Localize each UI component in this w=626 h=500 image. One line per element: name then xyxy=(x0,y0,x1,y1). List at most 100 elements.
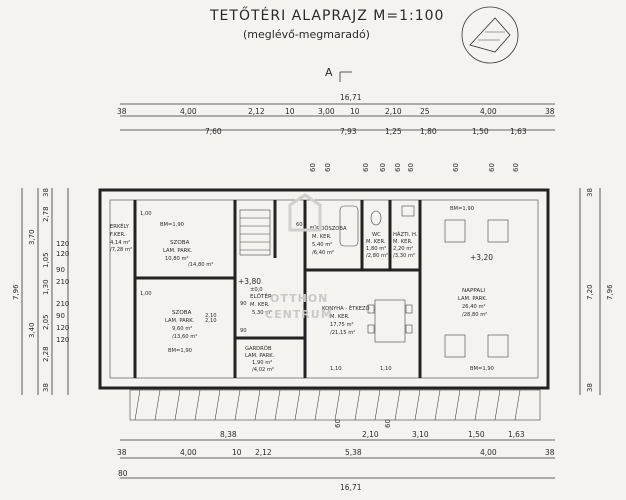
dim-left-c0: 120 xyxy=(56,240,69,248)
dim-top-r2-2: 1,25 xyxy=(385,127,402,136)
room-name: WC xyxy=(372,232,381,238)
room-eloter: ELŐTÉR M. KER. 5,30 m² xyxy=(250,292,272,316)
dim-bot-r2-6: 38 xyxy=(545,448,555,457)
dim-top-r2-1: 7,93 xyxy=(340,127,357,136)
room-area2: /7,28 m² xyxy=(110,247,132,253)
dim-top-r1-2: 2,12 xyxy=(248,107,265,116)
dim-top-r1-9: 38 xyxy=(545,107,555,116)
room-floor: M. KER. xyxy=(312,234,332,240)
room-wc: WC M. KER. 1,80 m² /2,80 m² xyxy=(366,232,388,259)
plan-title: TETŐTÉRI ALAPRAJZ M=1:100 xyxy=(209,6,444,24)
room-haztartasi: HÁZTI. H. M. KER. 2,20 m² /3,30 m² xyxy=(393,231,418,259)
win-dim-5: 60 xyxy=(407,163,415,172)
bathtub-icon xyxy=(339,205,359,247)
bottom-dimension-chain: 8,38 2,10 3,10 1,50 1,63 38 4,00 10 2,12… xyxy=(117,430,555,492)
dim-left-b4: 2,28 xyxy=(42,346,50,362)
win-dim-7: 60 xyxy=(488,163,496,172)
dim-top-r1-1: 4,00 xyxy=(180,107,197,116)
dim-bot-r1-1: 2,10 xyxy=(362,430,379,439)
dim-right-inner: 7,20 xyxy=(586,284,594,300)
dim-bot-r2-1: 4,00 xyxy=(180,448,197,457)
room-name: ERKÉLY xyxy=(110,222,130,230)
room-name: ELŐTÉR xyxy=(250,292,272,300)
room-szoba-2: SZOBA LAM. PARK. 9,60 m² /13,60 m² xyxy=(165,310,197,340)
room-area2: /14,80 m² xyxy=(188,262,213,268)
dim-bot-r1-0: 8,38 xyxy=(220,430,237,439)
left-dimension-chain: 7,96 3,70 3,40 2,78 1,05 1,30 2,05 2,28 … xyxy=(12,188,69,395)
bm-label-2: BM=1,90 xyxy=(168,348,192,354)
dim-bot-r2-5: 4,00 xyxy=(480,448,497,457)
dim-top-total: 16,71 xyxy=(340,93,362,102)
room-floor: LAM. PARK. xyxy=(163,248,193,254)
room-area2: /28,80 m² xyxy=(462,312,487,318)
dim-bot-r1-3: 1,50 xyxy=(468,430,485,439)
dim-bot-total: 16,71 xyxy=(340,483,362,492)
win-dim-4: 60 xyxy=(394,163,402,172)
dim-left-c7: 120 xyxy=(56,336,69,344)
watermark-line-1: OTTHON xyxy=(270,292,328,305)
dim-bot-r2-4: 5,38 xyxy=(345,448,362,457)
dim-left-edge0: 38 xyxy=(42,188,50,197)
opening-label-7: 90 xyxy=(240,301,247,307)
dim-left-c4: 210 xyxy=(56,300,69,308)
room-area: 1,80 m² xyxy=(366,246,386,252)
room-area2: /6,40 m² xyxy=(312,250,334,256)
section-mark: A xyxy=(325,66,333,79)
wc-icon xyxy=(370,210,382,226)
room-floor: LAM. PARK. xyxy=(245,353,275,359)
win-dim-1: 60 xyxy=(324,163,332,172)
dim-bot-r1-4: 1,63 xyxy=(508,430,525,439)
room-name: NAPPALI xyxy=(462,288,485,294)
dim-right-edge0: 38 xyxy=(586,188,594,197)
top-dimension-chain: 16,71 38 4,00 2,12 10 3,00 10 2,10 25 4,… xyxy=(117,93,555,136)
room-gardrob: GARDRÓB LAM. PARK. 1,90 m² /4,02 m² xyxy=(245,345,275,373)
dim-left-edge1: 38 xyxy=(42,383,50,392)
win-dim-10: 60 xyxy=(384,419,392,428)
dim-left-b2: 1,30 xyxy=(42,279,50,295)
opening-label-1: 1,00 xyxy=(140,291,152,297)
dim-right-edge1: 38 xyxy=(586,383,594,392)
room-area2: /4,02 m² xyxy=(252,367,274,373)
right-dimension-chain: 7,20 7,96 38 38 xyxy=(579,188,614,395)
dim-top-r1-4: 3,00 xyxy=(318,107,335,116)
opening-label-8: 90 xyxy=(240,328,247,334)
dim-left-a1: 3,40 xyxy=(28,322,36,338)
watermark-logo: OTTHON CENTRUM xyxy=(265,193,333,321)
dim-left-c1: 120 xyxy=(56,250,69,258)
room-name: HÁZTI. H. xyxy=(393,231,418,238)
watermark-line-2: CENTRUM xyxy=(265,308,333,321)
room-floor: M. KER. xyxy=(393,239,413,245)
room-area: 1,90 m² xyxy=(252,360,272,366)
opening-label-6: 2,10 xyxy=(205,313,217,319)
bm-label-3: BM=1,90 xyxy=(450,206,474,212)
dim-right-outer: 7,96 xyxy=(606,284,614,300)
dim-top-r1-6: 2,10 xyxy=(385,107,402,116)
win-dim-0: 60 xyxy=(309,163,317,172)
opening-label-0: 1,00 xyxy=(140,211,152,217)
room-area: 5,40 m² xyxy=(312,242,332,248)
roof-window-icons xyxy=(444,219,509,358)
dim-left-outer: 7,96 xyxy=(12,284,20,300)
dim-bot-r2-3: 2,12 xyxy=(255,448,272,457)
dim-bot-r2-0: 38 xyxy=(117,448,127,457)
north-arrow-icon xyxy=(461,6,519,64)
room-konyha-etkezo: KONYHA - ÉTKEZŐ M. KER. 17,75 m² /21,15 … xyxy=(322,304,370,336)
win-dim-8: 60 xyxy=(512,163,520,172)
dim-top-r2-0: 7,60 xyxy=(205,127,222,136)
dim-top-r1-7: 25 xyxy=(420,107,430,116)
window-dimension-ticks: 60 60 60 60 60 60 60 60 60 60 60 xyxy=(309,163,520,428)
dim-top-r1-8: 4,00 xyxy=(480,107,497,116)
room-erkely: ERKÉLY F.KER. 4,14 m² /7,28 m² xyxy=(110,222,132,253)
room-area: 2,20 m² xyxy=(393,246,413,252)
room-area2: /2,80 m² xyxy=(366,253,388,259)
building-outline xyxy=(98,188,550,390)
room-floor: M. KER. xyxy=(250,302,270,308)
dim-top-r1-0: 38 xyxy=(117,107,127,116)
dim-top-r2-4: 1,50 xyxy=(472,127,489,136)
room-area2: /13,60 m² xyxy=(172,334,197,340)
room-area: 4,14 m² xyxy=(110,240,130,246)
room-floor: LAM. PARK. xyxy=(165,318,195,324)
room-area: 9,60 m² xyxy=(172,326,192,332)
room-floor: LAM. PARK. xyxy=(458,296,488,302)
